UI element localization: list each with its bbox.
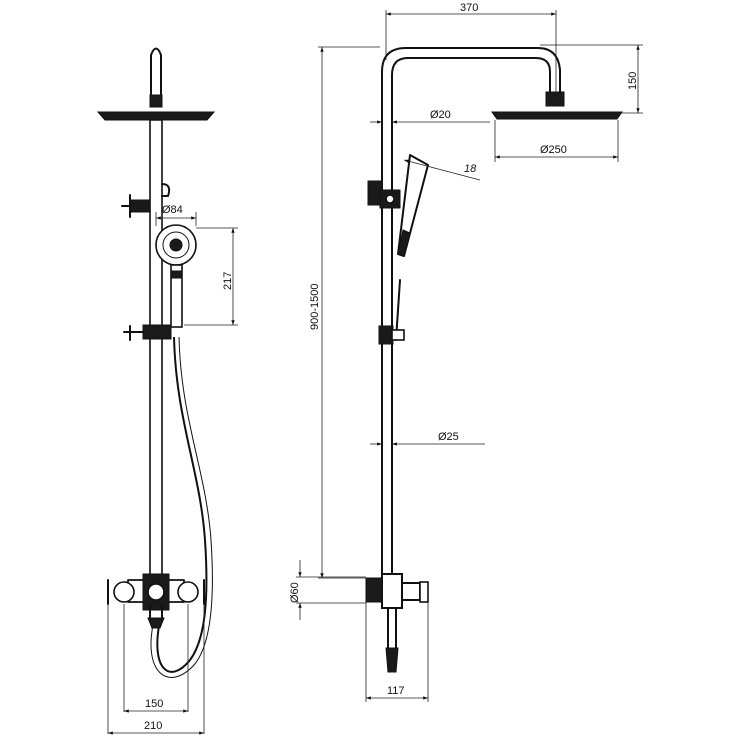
front-head-nut (149, 94, 163, 108)
front-hand-shower-handle (170, 264, 183, 328)
front-slider (142, 324, 172, 340)
dim-label-arm-diameter: Ø20 (430, 109, 451, 121)
side-head-nut (545, 91, 565, 107)
front-column (149, 119, 163, 576)
dim-mixer-depth: 117 (365, 602, 429, 702)
dim-valve-spacing: 150 (123, 604, 189, 713)
dim-mixer-body-diameter: Ø60 (289, 560, 366, 620)
front-top-arm (150, 47, 162, 96)
dim-label-mixer-width: 210 (144, 720, 162, 732)
dim-arm-diameter: Ø20 (370, 109, 490, 124)
front-head-shower (96, 111, 216, 121)
front-left-valve (113, 581, 135, 603)
dim-mixer-width: 210 (107, 604, 205, 735)
dim-head-drop: 150 (540, 44, 643, 114)
front-slider-handle (123, 325, 144, 341)
side-mixer-center (381, 573, 403, 609)
dim-label-mixer-depth: 117 (387, 685, 405, 697)
side-view: 370 150 Ø20 Ø250 18 (289, 2, 643, 702)
dim-label-hand-shower-diameter: Ø84 (162, 204, 183, 216)
dim-column-height: 900-1500 (309, 46, 380, 579)
dim-label-mixer-body-diameter: Ø60 (289, 582, 301, 603)
dim-label-angle: 18 (464, 163, 477, 175)
front-right-valve (177, 581, 199, 603)
front-diverter-handle (121, 194, 131, 218)
dim-head-diameter: Ø250 (494, 120, 619, 162)
dim-label-arm-reach: 370 (460, 2, 478, 14)
side-slider (378, 325, 394, 345)
front-upper-bracket (161, 183, 171, 197)
dim-hand-shower-diameter: Ø84 (155, 204, 197, 226)
front-diverter-knob (129, 199, 151, 213)
dim-label-column-diameter: Ø25 (438, 431, 459, 443)
dim-hand-shower-drop: 217 (184, 227, 238, 326)
front-view: Ø84 217 150 210 (96, 47, 238, 735)
dim-label-head-diameter: Ø250 (540, 144, 567, 156)
front-hose (156, 336, 208, 673)
dim-label-hand-shower-drop: 217 (222, 272, 234, 290)
side-head-shower (491, 111, 623, 120)
dim-label-valve-spacing: 150 (145, 698, 163, 710)
side-outlet (387, 607, 397, 651)
side-gooseneck-arm (381, 47, 561, 166)
dim-label-head-drop: 150 (627, 72, 639, 90)
dim-label-column-height: 900-1500 (309, 284, 321, 331)
dim-arm-reach: 370 (385, 2, 557, 92)
dim-angle: 18 (403, 159, 481, 181)
dim-column-diameter: Ø25 (370, 431, 485, 446)
